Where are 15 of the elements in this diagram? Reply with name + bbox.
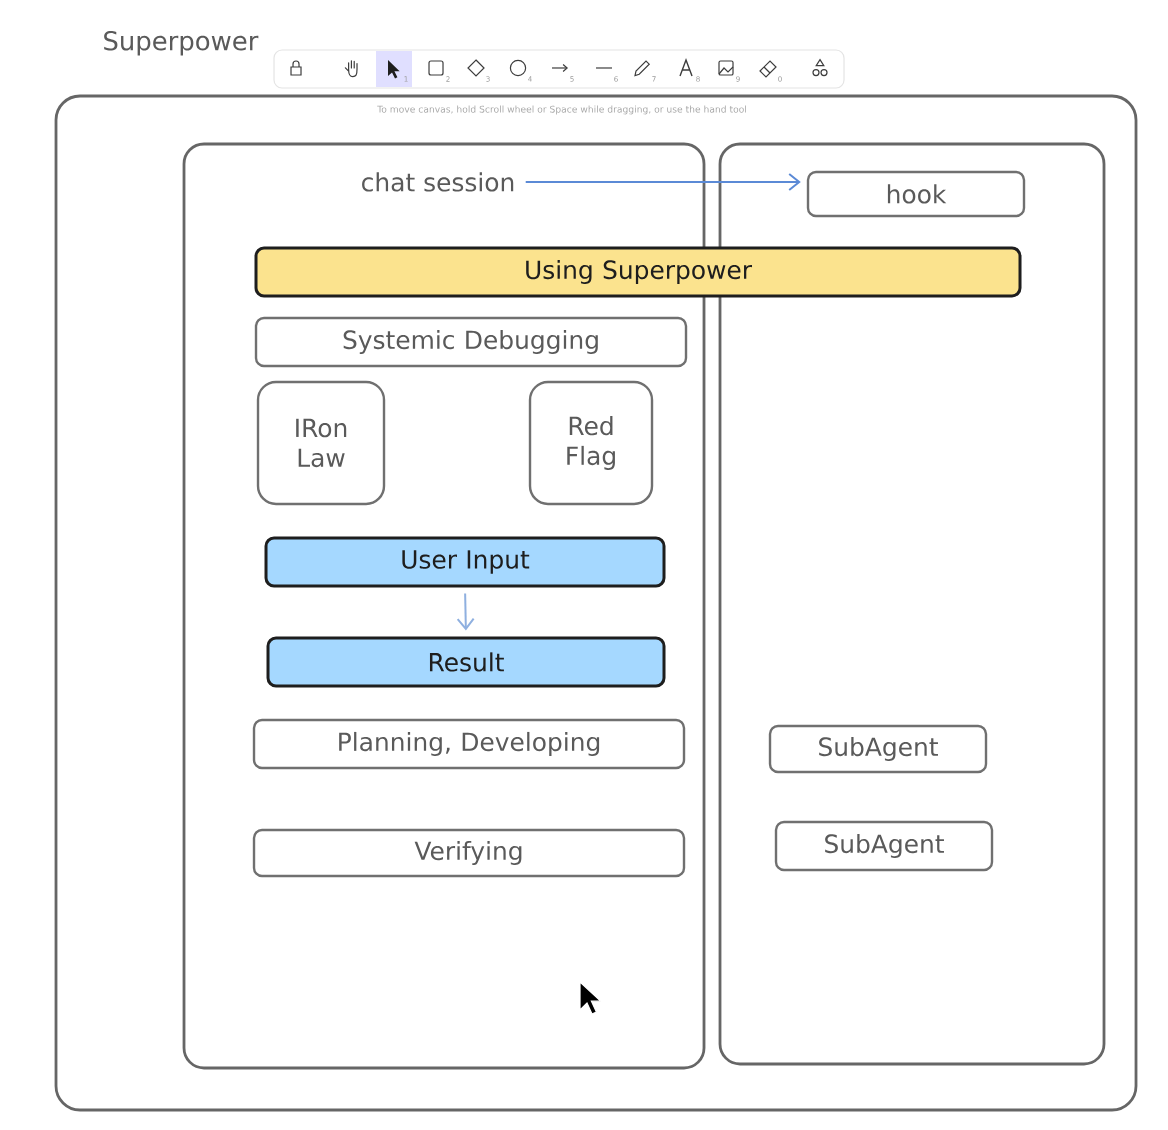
- process-box: Systemic Debugging: [254, 316, 688, 368]
- process-box: IRon Law: [256, 380, 386, 506]
- process-box: User Input: [264, 536, 666, 588]
- process-box: SubAgent: [768, 724, 988, 774]
- process-box: Result: [266, 636, 666, 688]
- process-box: Planning, Developing: [252, 718, 686, 770]
- process-box: Red Flag: [528, 380, 654, 506]
- arrow: [524, 173, 801, 191]
- process-box: Using Superpower: [254, 246, 1022, 298]
- process-box: Verifying: [252, 828, 686, 878]
- arrow: [456, 592, 475, 631]
- text-label: chat session: [362, 172, 514, 192]
- frame-title: Superpower: [104, 31, 259, 56]
- process-box: hook: [806, 170, 1026, 218]
- process-box: SubAgent: [774, 820, 994, 872]
